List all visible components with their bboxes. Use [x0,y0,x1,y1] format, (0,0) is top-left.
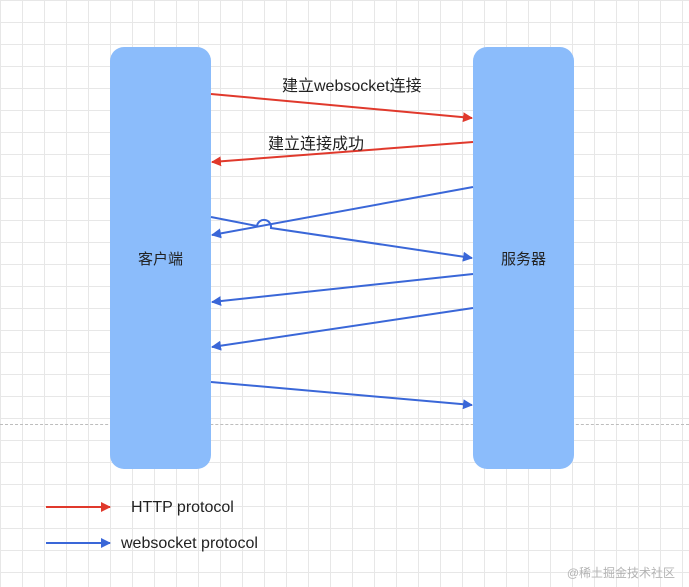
server-label: 服务器 [500,250,546,268]
establish-connection-label: 建立websocket连接 [282,78,422,95]
connection-success-label: 建立连接成功 [268,136,365,153]
dashed-divider [0,424,689,425]
client-label: 客户端 [137,250,183,268]
ws-server-to-client-arrow-3 [211,307,474,351]
server-lane: 服务器 [473,47,574,469]
legend-http-label: HTTP protocol [131,499,234,516]
ws-client-to-server-arrow-1 [210,216,473,262]
http-response-arrow [211,141,474,167]
legend-websocket-label: websocket protocol [121,535,258,552]
ws-server-to-client-arrow-1 [211,186,474,239]
client-lane: 客户端 [110,47,211,469]
ws-server-to-client-arrow-2 [211,273,474,307]
http-request-arrow [210,93,473,123]
watermark: @稀土掘金技术社区 [566,566,675,580]
ws-client-to-server-arrow-2 [210,381,473,410]
